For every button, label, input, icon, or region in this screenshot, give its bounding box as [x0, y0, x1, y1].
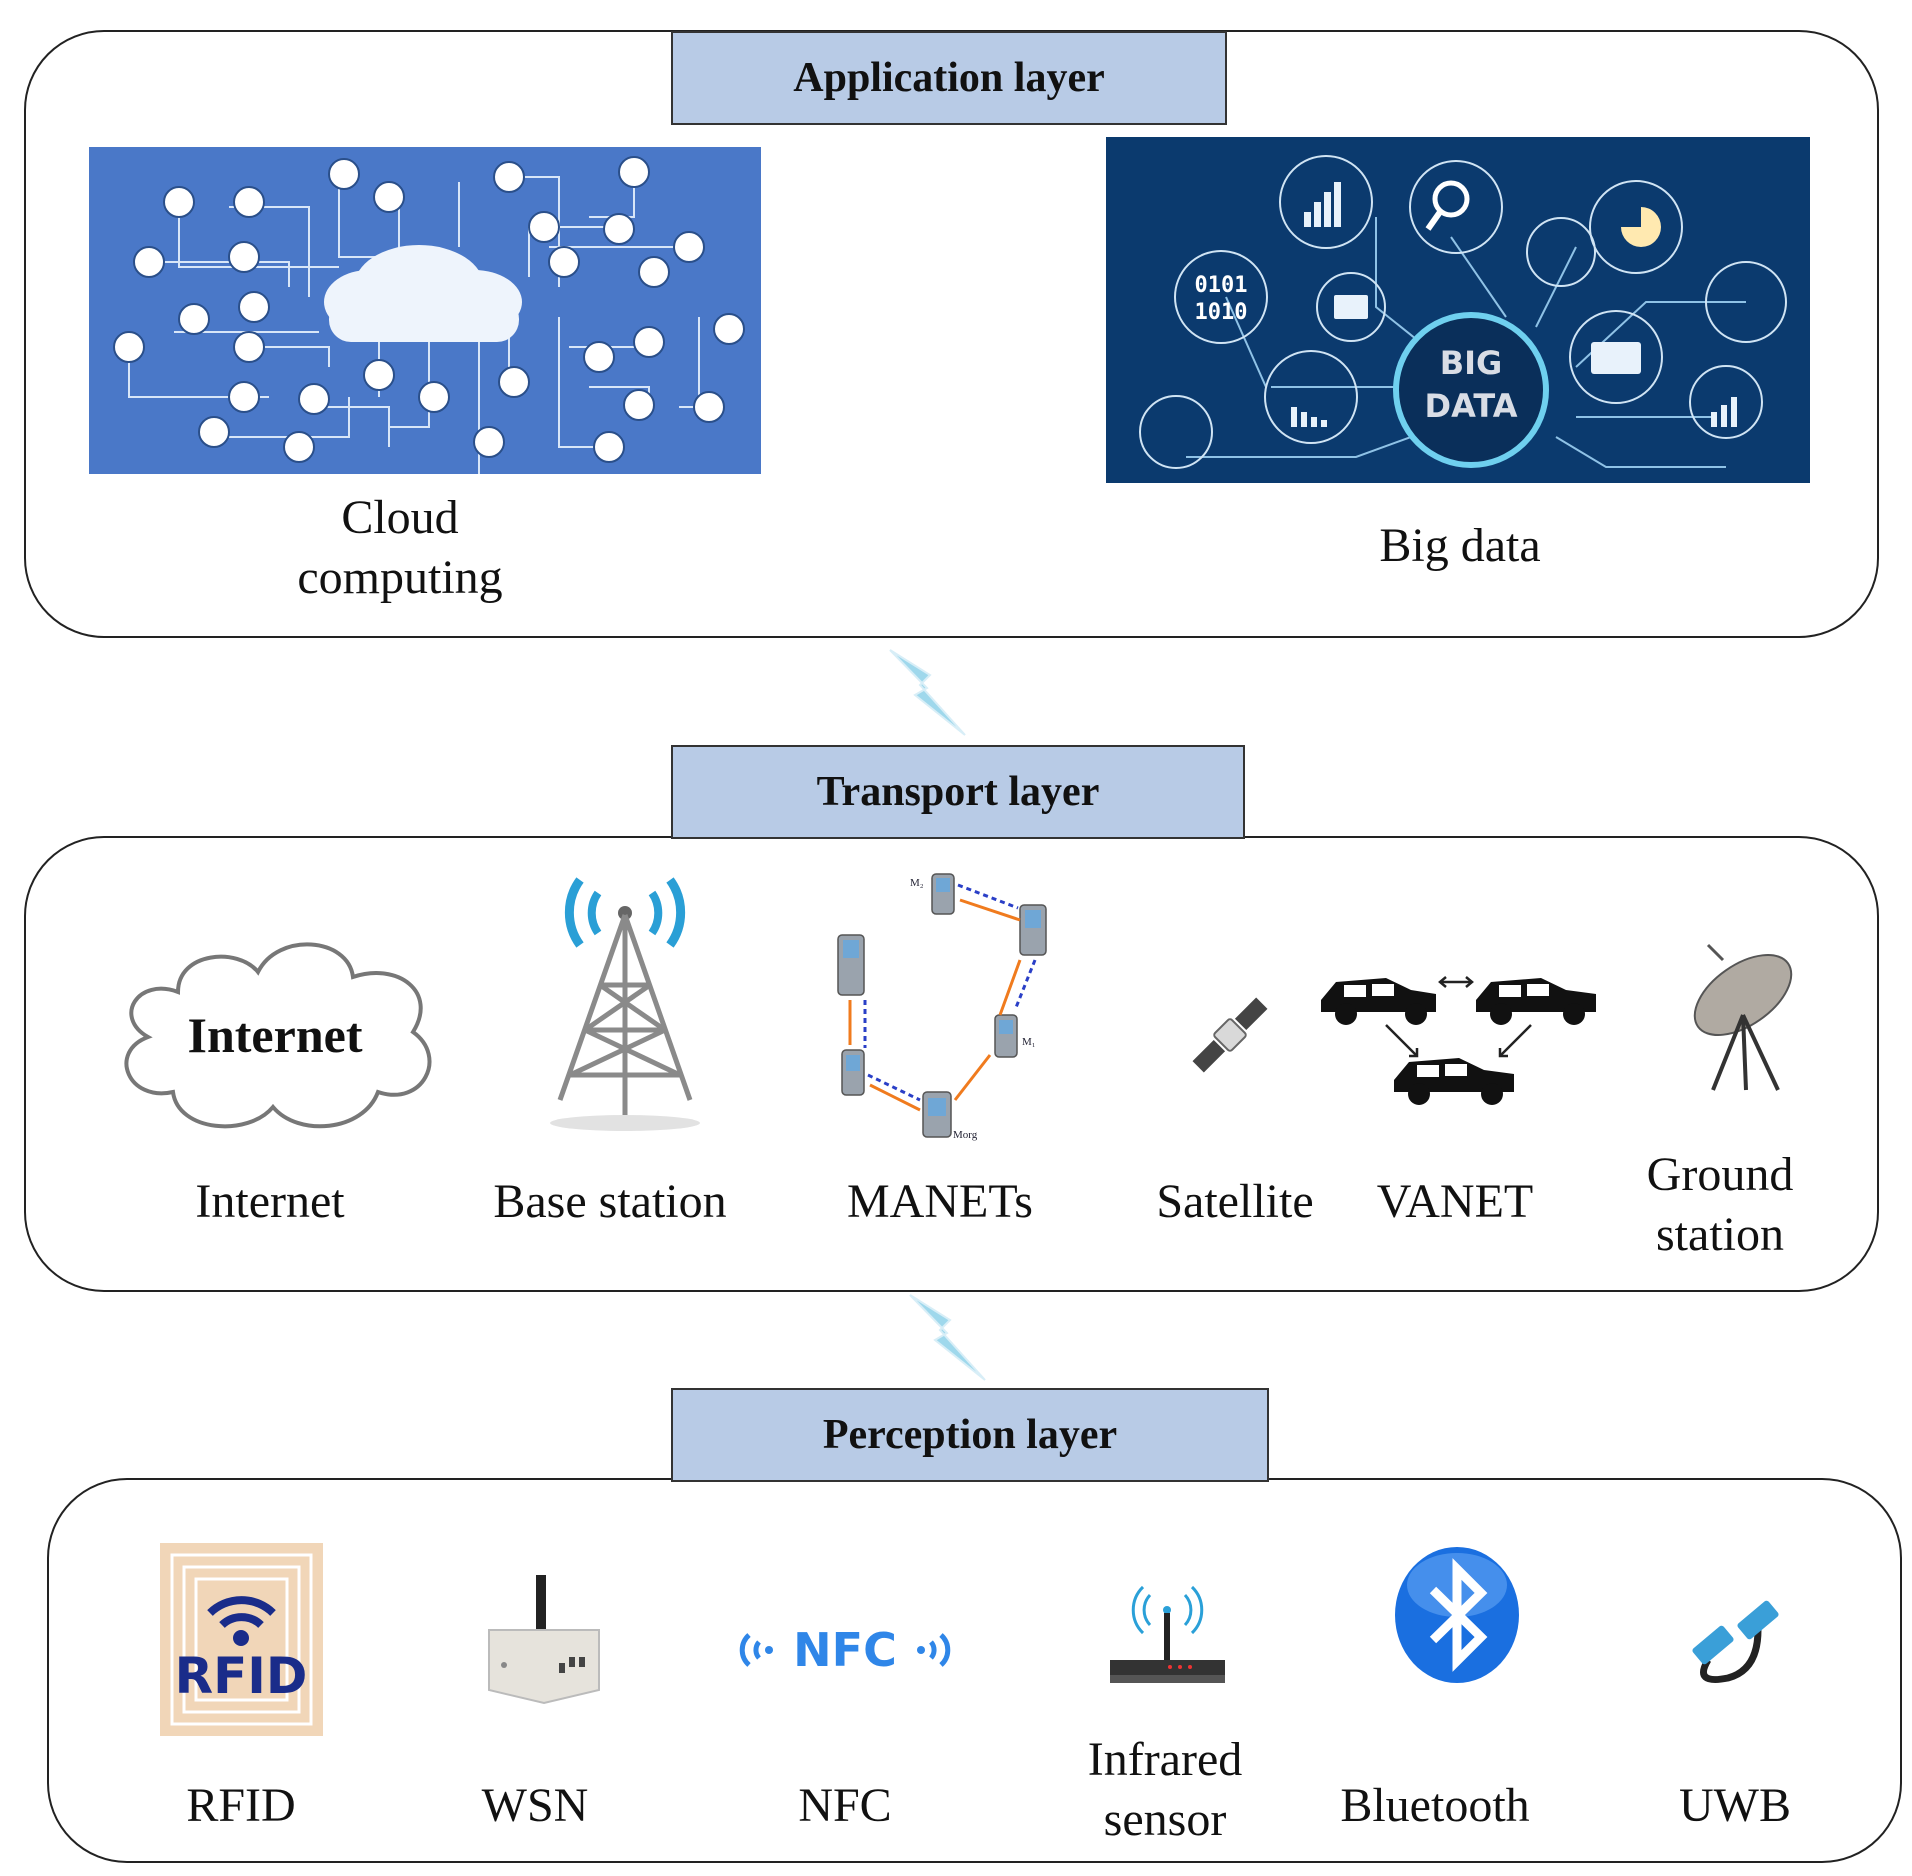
satellite-icon	[1185, 985, 1275, 1085]
wsn-node-icon	[484, 1575, 604, 1705]
transport-layer-header: Transport layer	[671, 745, 1245, 839]
nfc-logo-text: NFC	[793, 1623, 897, 1677]
big-data-badge-line1: BIG	[1440, 344, 1503, 382]
lightning-bolt-icon	[885, 640, 975, 740]
vanet-cars-icon	[1316, 960, 1601, 1110]
bluetooth-label: Bluetooth	[1340, 1779, 1530, 1832]
rfid-logo-text: RFID	[175, 1647, 308, 1705]
rfid-label: RFID	[186, 1779, 296, 1832]
cloud-computing-label: Cloud computing	[297, 491, 503, 604]
perception-layer-header: Perception layer	[671, 1388, 1269, 1482]
binary-icon-text-2: 1010	[1195, 300, 1248, 325]
nfc-label: NFC	[798, 1779, 892, 1832]
internet-cloud-icon	[108, 932, 448, 1142]
bluetooth-icon	[1393, 1545, 1521, 1685]
big-data-image: BIG DATA 0101 1010	[1106, 137, 1810, 483]
base-station-tower-icon	[540, 855, 710, 1135]
manet-node-m2: M₂	[910, 877, 924, 889]
wsn-label: WSN	[481, 1779, 589, 1832]
infrared-sensor-label: Infrared sensor	[1087, 1733, 1243, 1846]
big-data-badge-line2: DATA	[1425, 387, 1518, 425]
big-data-label: Big data	[1379, 519, 1541, 572]
internet-cloud-text: Internet	[187, 1007, 363, 1063]
infrared-sensor-router-icon	[1105, 1575, 1230, 1690]
ground-station-dish-icon	[1668, 940, 1808, 1095]
lightning-bolt-icon	[905, 1285, 995, 1385]
internet-label: Internet	[195, 1175, 345, 1228]
vanet-label: VANET	[1376, 1175, 1534, 1228]
uwb-cable-icon	[1688, 1590, 1783, 1690]
rfid-tag-icon: RFID	[160, 1543, 323, 1736]
manets-diagram-icon: M₂ M₁ Morg	[830, 860, 1050, 1150]
manet-node-morg: Morg	[953, 1129, 978, 1141]
application-layer-header: Application layer	[671, 31, 1227, 125]
nfc-logo-icon: NFC	[735, 1620, 955, 1680]
uwb-label: UWB	[1679, 1779, 1791, 1832]
base-station-label: Base station	[493, 1175, 727, 1228]
satellite-label: Satellite	[1156, 1175, 1314, 1228]
binary-icon-text-1: 0101	[1195, 273, 1248, 298]
cloud-computing-image	[89, 147, 761, 477]
manet-node-m1: M₁	[1022, 1036, 1036, 1048]
perception-layer-panel	[47, 1478, 1902, 1863]
ground-station-label: Ground station	[1646, 1148, 1794, 1261]
manets-label: MANETs	[847, 1175, 1033, 1228]
